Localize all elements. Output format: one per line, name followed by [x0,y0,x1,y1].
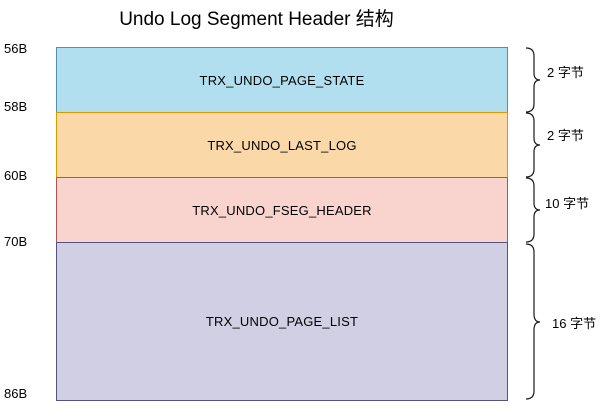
size-label-fseg-header: 10 字节 [545,196,590,211]
offset-label-58: 58B [4,99,28,114]
segment-label-last-log: TRX_UNDO_LAST_LOG [207,137,357,153]
size-brace-1 [525,47,541,113]
size-label-page-list: 16 字节 [552,316,597,331]
size-brace-4 [525,243,541,400]
diagram-title-text: Undo Log Segment Header 结构 [119,9,394,30]
segment-trx-undo-page-list: TRX_UNDO_PAGE_LIST [56,242,508,401]
segment-trx-undo-last-log: TRX_UNDO_LAST_LOG [56,112,508,178]
size-brace-2 [525,112,541,178]
size-brace-3 [525,177,541,243]
diagram-title: Undo Log Segment Header 结构 [0,8,613,32]
offset-label-60: 60B [4,168,28,183]
offset-label-86: 86B [4,386,28,401]
segment-label-fseg-header: TRX_UNDO_FSEG_HEADER [192,202,372,218]
segment-label-page-list: TRX_UNDO_PAGE_LIST [205,314,359,329]
size-label-last-log: 2 字节 [547,128,584,143]
size-label-page-state: 2 字节 [547,65,584,80]
segment-label-page-state: TRX_UNDO_PAGE_STATE [199,72,365,88]
offset-label-56: 56B [4,41,28,56]
offset-label-70: 70B [4,234,28,249]
